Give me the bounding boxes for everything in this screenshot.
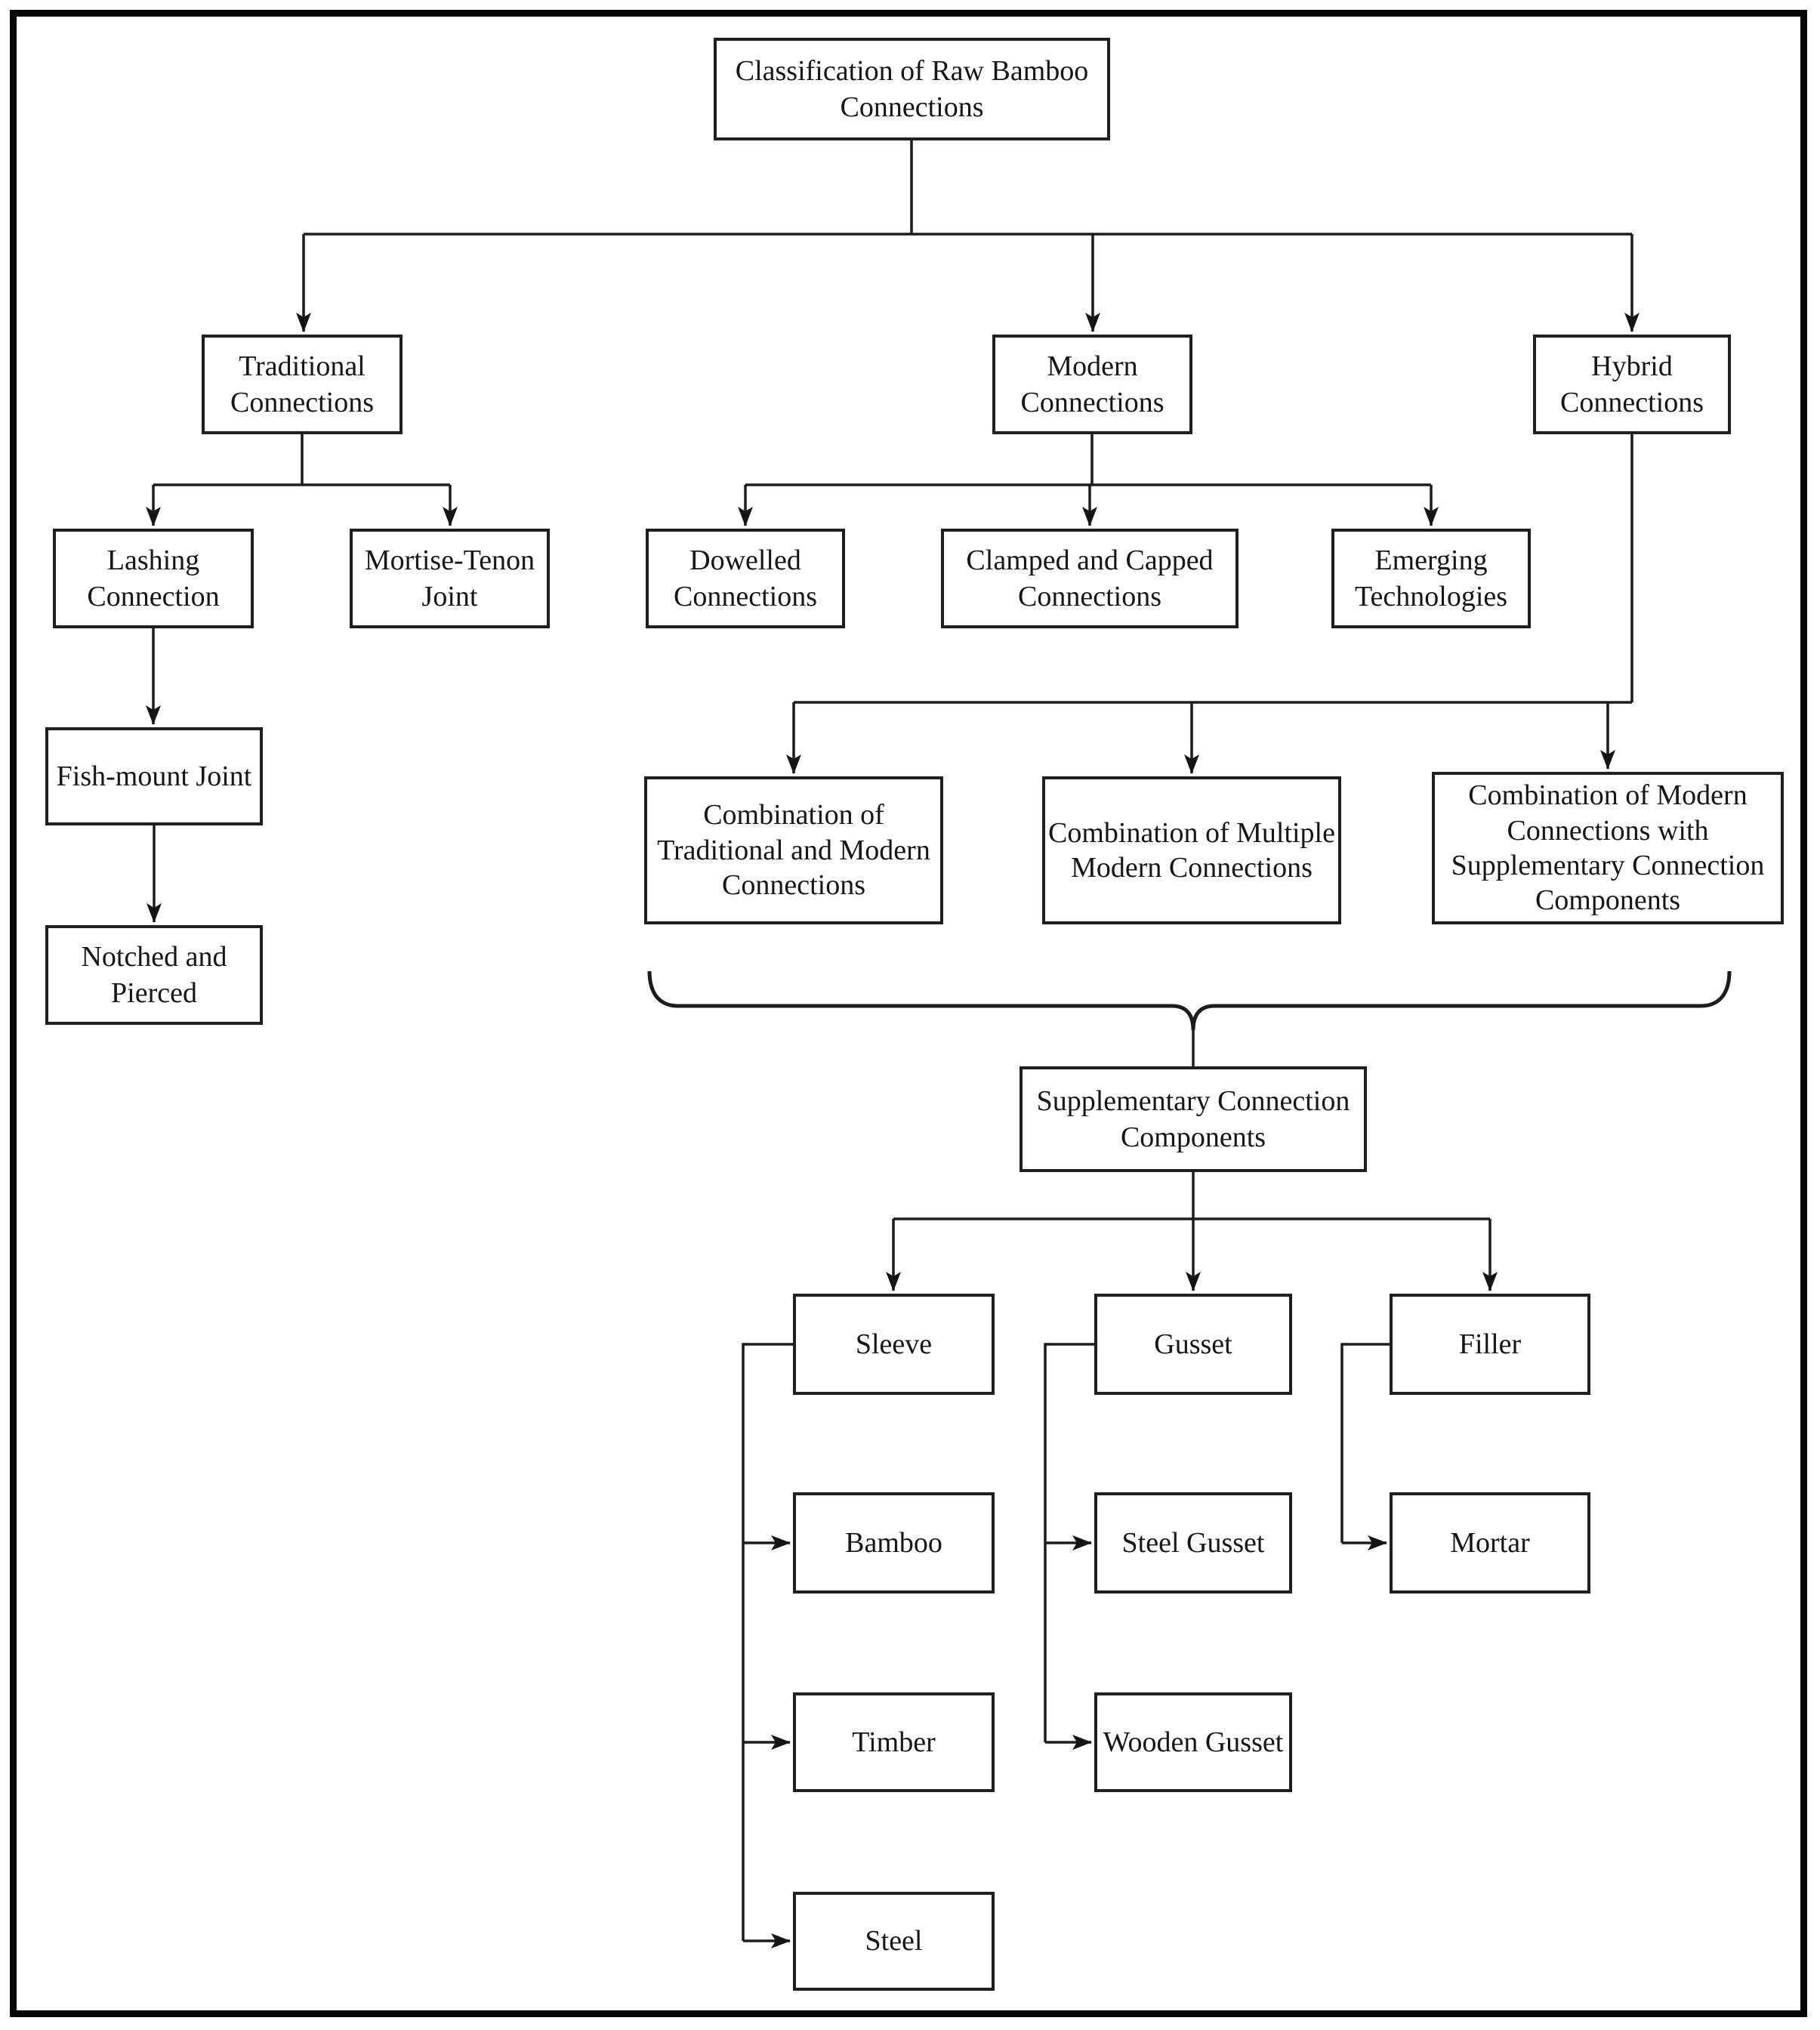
node-lashing: Lashing Connection: [53, 529, 254, 628]
node-combo-multiple-modern: Combination of Multiple Modern Connectio…: [1042, 776, 1341, 924]
node-fish-mount: Fish-mount Joint: [45, 727, 263, 825]
node-modern: Modern Connections: [992, 335, 1192, 434]
node-combo-modern-supplementary: Combination of Modern Connections with S…: [1432, 772, 1784, 924]
outer-frame: [10, 10, 1807, 2017]
node-bamboo: Bamboo: [793, 1492, 995, 1593]
edge-gusset-bus: [1044, 1343, 1094, 1742]
node-traditional: Traditional Connections: [202, 335, 403, 434]
node-emerging: Emerging Technologies: [1331, 529, 1531, 628]
node-steel-gusset: Steel Gusset: [1094, 1492, 1292, 1593]
node-mortise-tenon: Mortise-Tenon Joint: [350, 529, 550, 628]
node-gusset: Gusset: [1094, 1294, 1292, 1395]
node-combo-traditional-modern: Combination of Traditional and Modern Co…: [644, 776, 943, 924]
node-notched-pierced: Notched and Pierced: [45, 925, 263, 1025]
node-supplementary: Supplementary Connection Components: [1020, 1066, 1367, 1172]
edge-filler-bus: [1340, 1343, 1390, 1543]
node-filler: Filler: [1390, 1294, 1590, 1395]
node-timber: Timber: [793, 1692, 995, 1792]
node-sleeve: Sleeve: [793, 1294, 995, 1395]
node-dowelled: Dowelled Connections: [646, 529, 845, 628]
node-steel: Steel: [793, 1892, 995, 1991]
brace-group: [647, 970, 1732, 1066]
connectors: [146, 140, 1640, 1948]
node-root: Classification of Raw Bamboo Connections: [714, 38, 1110, 140]
node-hybrid: Hybrid Connections: [1533, 335, 1731, 434]
node-clamped-capped: Clamped and Capped Connections: [941, 529, 1239, 628]
node-mortar: Mortar: [1390, 1492, 1590, 1593]
node-wooden-gusset: Wooden Gusset: [1094, 1692, 1292, 1792]
